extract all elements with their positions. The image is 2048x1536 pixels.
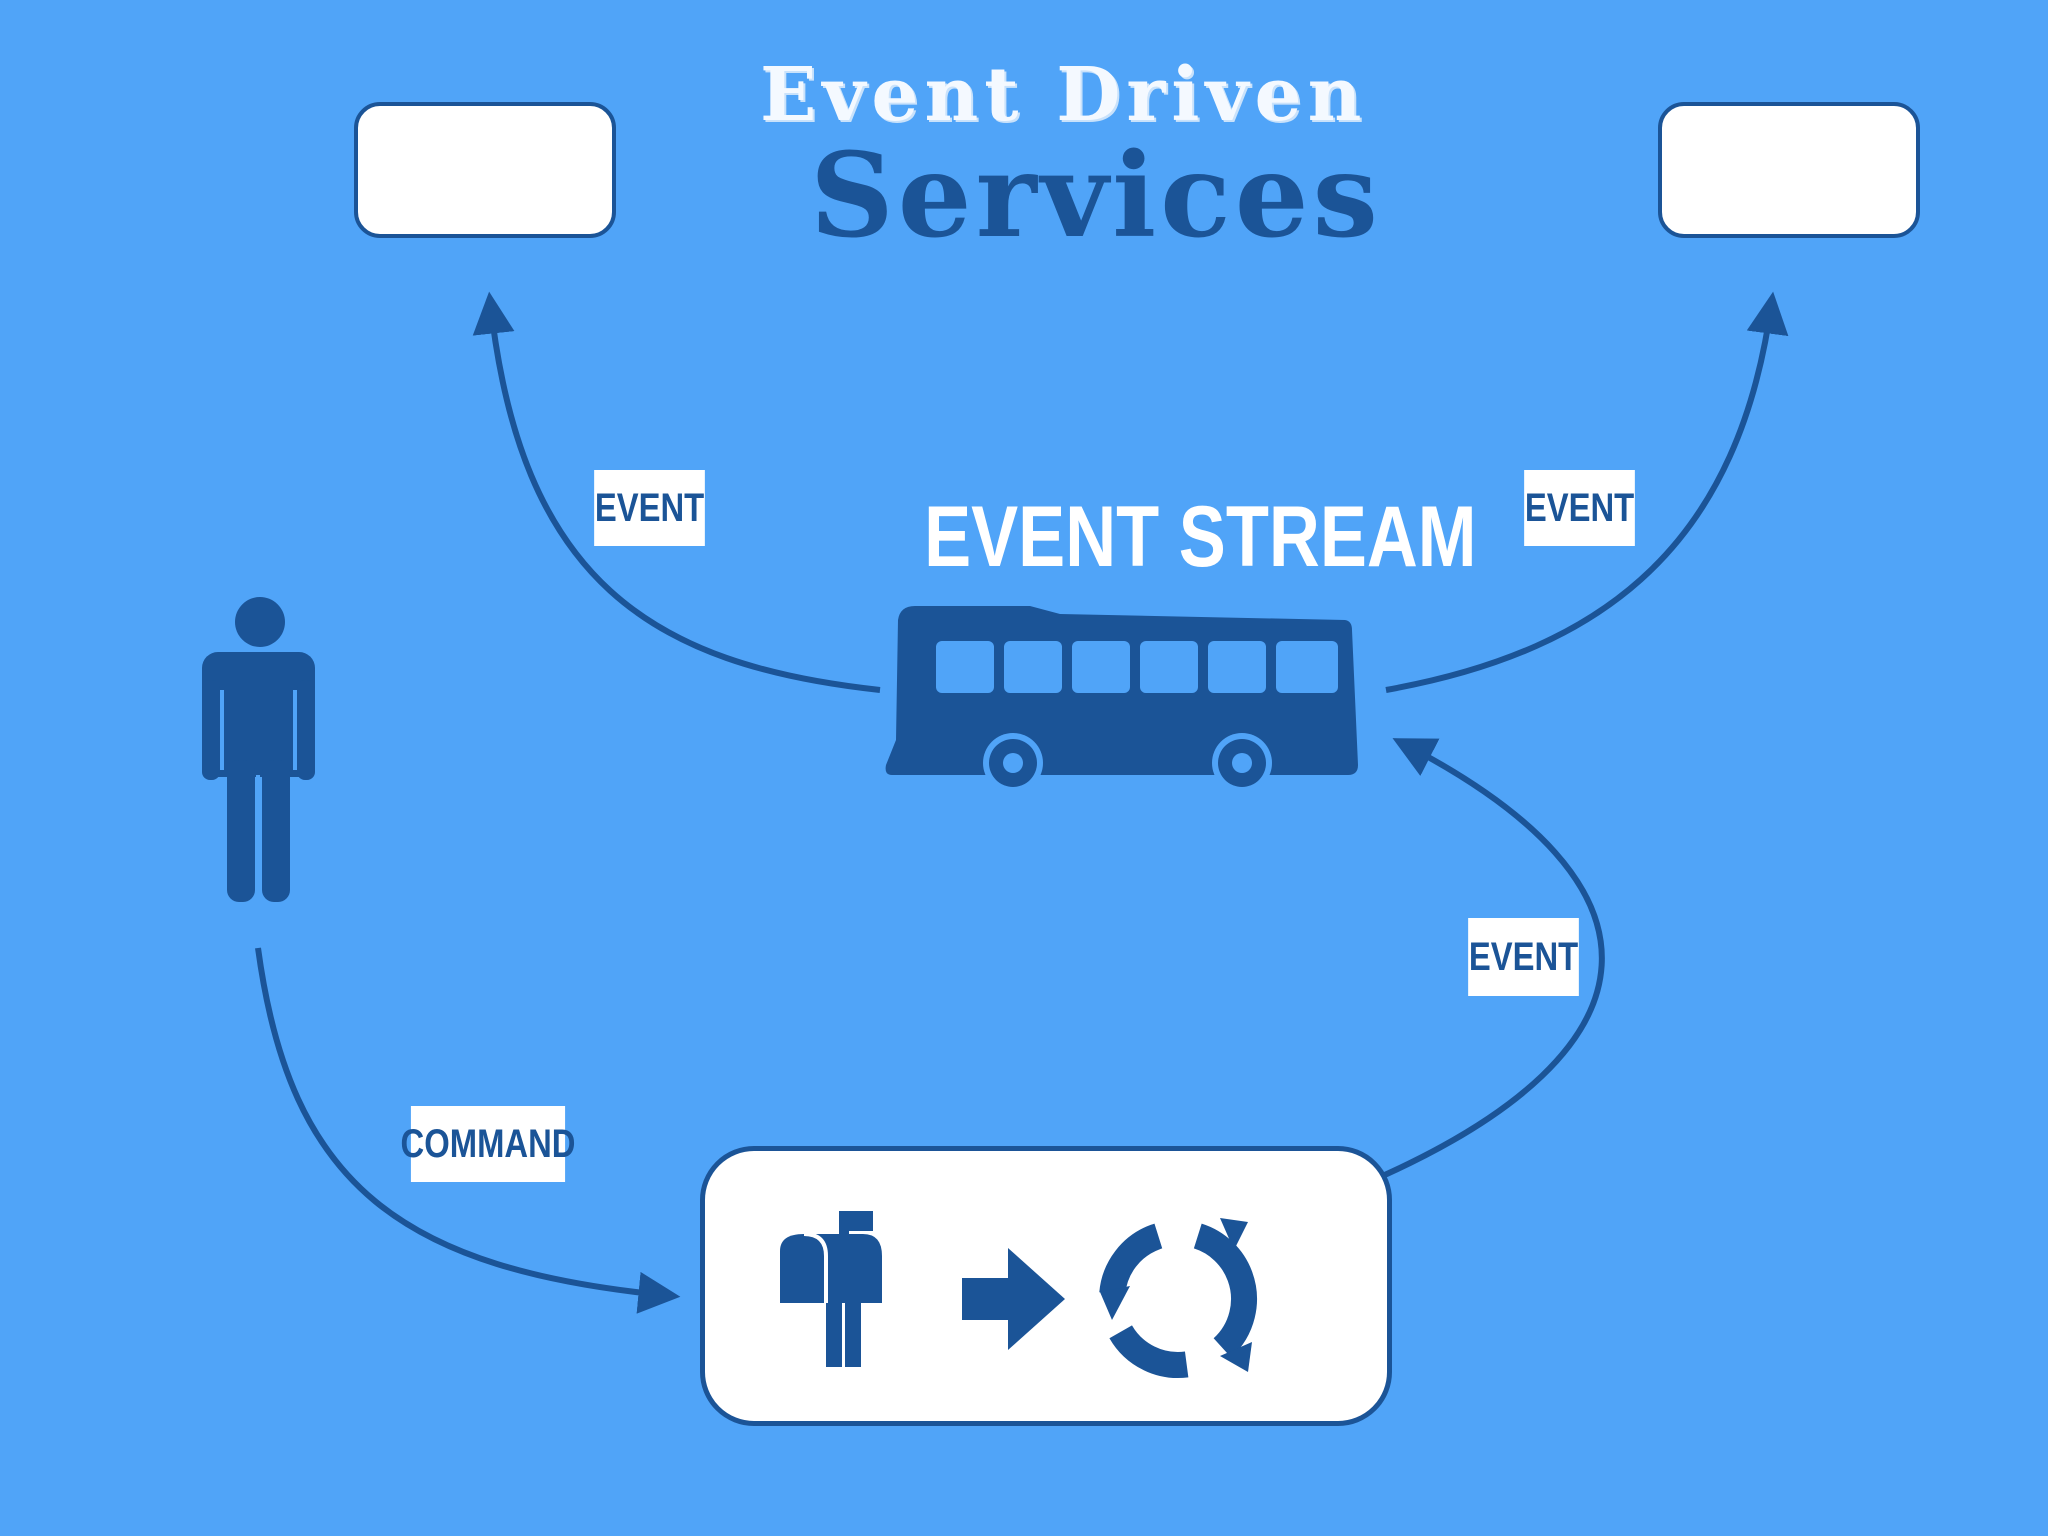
event-label-processor: EVENT <box>1468 918 1579 996</box>
command-processor-box <box>700 1146 1392 1426</box>
diagram-title-line1: Event Driven <box>760 52 1368 138</box>
person-icon-detail <box>220 690 297 902</box>
arrow-stream-to-right-service <box>1385 291 1789 693</box>
arrow-user-to-processor <box>255 947 681 1314</box>
event-label-right: EVENT <box>1524 470 1635 546</box>
command-label: COMMAND <box>401 1106 575 1182</box>
arrow-processor-to-stream <box>1376 738 1605 1181</box>
arrow-stream-to-left-service <box>472 291 881 693</box>
diagram-title-line2: Services <box>810 128 1382 264</box>
cycle-icon <box>1099 1218 1257 1378</box>
person-icon <box>202 597 315 902</box>
event-stream-label: EVENT STREAM <box>924 489 1477 585</box>
event-label-left: EVENT <box>594 470 705 546</box>
service-box-right <box>1658 102 1920 238</box>
mailbox-icon <box>780 1211 882 1367</box>
arrow-right-icon <box>962 1248 1065 1350</box>
service-box-left <box>354 102 616 238</box>
bus-icon <box>885 606 1358 793</box>
processor-icons <box>780 1211 1257 1378</box>
